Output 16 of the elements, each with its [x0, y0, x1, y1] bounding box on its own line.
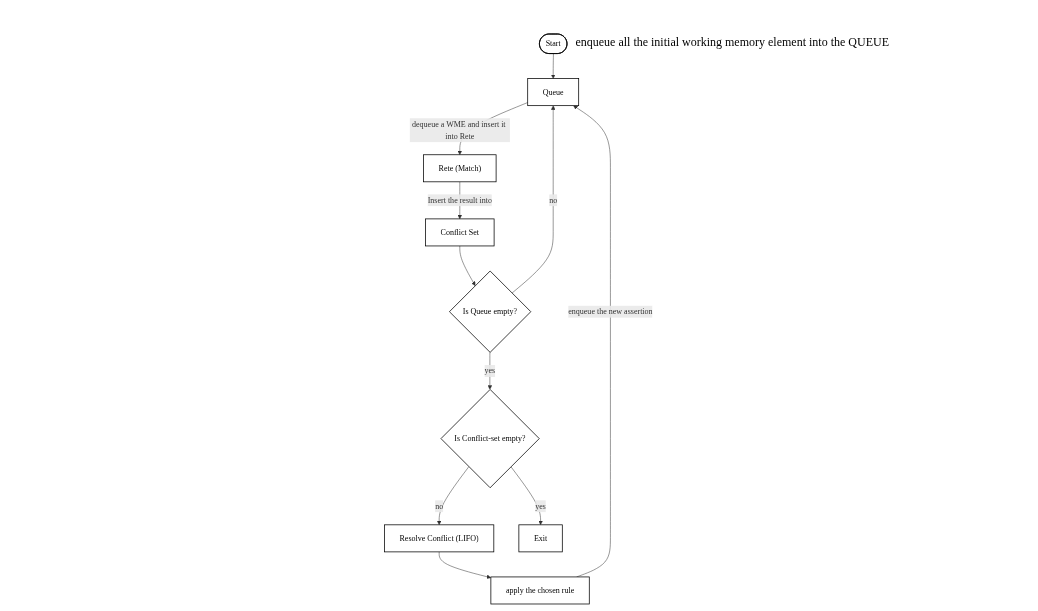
node-caption: enqueue all the initial working memory element into the QUEUE	[575, 34, 889, 50]
edge-label: no	[435, 501, 444, 511]
edge-label: no	[549, 195, 558, 205]
node-diamond: Is Conflict-set empty?	[441, 389, 541, 489]
edge-label: enqueue the new assertion	[568, 307, 654, 316]
node-box: Rete (Match)	[423, 154, 497, 183]
node-box: Queue	[527, 78, 580, 107]
node-box: Resolve Conflict (LIFO)	[384, 524, 495, 553]
node-box: Exit	[518, 524, 564, 553]
node-diamond: Is Queue empty?	[449, 270, 532, 353]
node-box: apply the chosen rule	[490, 576, 591, 605]
node-box: Conflict Set	[425, 218, 495, 247]
edge-label: yes	[535, 501, 547, 511]
edge-label: dequeue a WME and insert it into Rete	[412, 119, 507, 141]
edge-label: yes	[484, 366, 496, 375]
edge-label: Insert the result into	[428, 195, 493, 205]
